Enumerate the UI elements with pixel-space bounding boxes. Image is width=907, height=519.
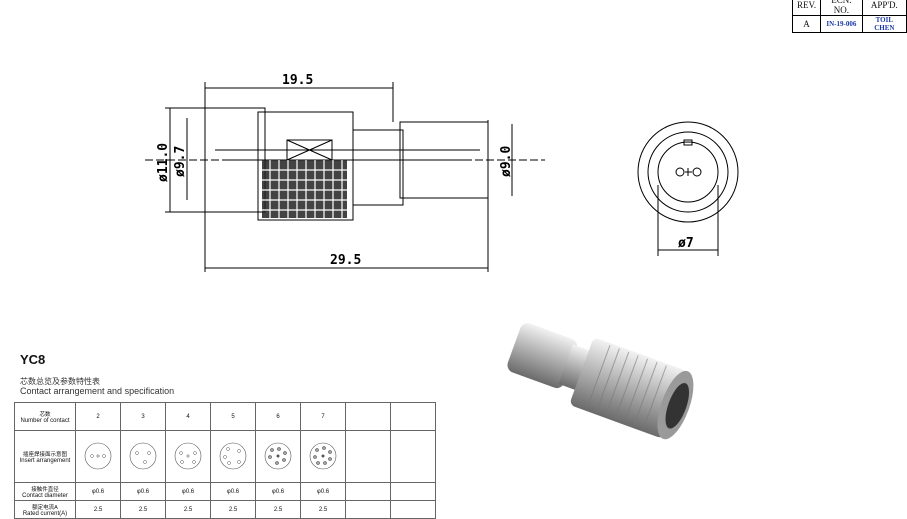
dim-length-top: 19.5 [282,73,313,88]
ecn-value: IN-19-006 [820,15,863,33]
cell [390,500,436,519]
model-title: YC8 [20,352,46,367]
cell [390,430,436,483]
cell: 4 [165,402,211,431]
cell [345,402,391,431]
dim-dia-outer: ø11.0 [156,143,171,182]
label-zh: 芯数 [39,411,51,418]
label-en: Insert arrangement [19,457,71,464]
cell: 7 [300,402,346,431]
appd-value: TOIL CHEN [861,15,907,33]
insert-diagram-7 [309,442,337,469]
cell: φ0.6 [120,482,166,501]
dim-dia-inner: ø9.7 [173,146,188,177]
cell [390,482,436,501]
cell: 6 [255,402,301,431]
cell: 2.5 [300,500,346,519]
cell [390,402,436,431]
cell [345,482,391,501]
cell: 5 [210,402,256,431]
cell: φ0.6 [255,482,301,501]
cell: 3 [120,402,166,431]
cell: 2.5 [165,500,211,519]
insert-diagram-6 [264,442,292,469]
cell: φ0.6 [300,482,346,501]
cell: φ0.6 [165,482,211,501]
cell: 2.5 [210,500,256,519]
cell: 2 [75,402,121,431]
label-zh: 额定电流A [32,504,58,511]
cell: 2.5 [255,500,301,519]
label-en: Contact diameter [22,492,68,499]
dim-length-total: 29.5 [330,253,361,268]
cell [345,430,391,483]
cell [345,500,391,519]
subtitle-zh: 芯数总览及参数特性表 [20,377,100,386]
insert-diagram-3 [129,442,157,469]
rev-value: A [791,15,822,33]
insert-diagram-2 [84,442,112,469]
cell: 2.5 [120,500,166,519]
cell: φ0.6 [75,482,121,501]
subtitle-en: Contact arrangement and specification [20,386,175,396]
insert-diagram-4 [174,442,202,469]
cell: φ0.6 [210,482,256,501]
connector-photo [507,323,694,440]
insert-diagram-5 [219,442,247,469]
dim-dia-rear: ø9.0 [499,146,514,177]
cell: 2.5 [75,500,121,519]
label-en: Number of contact [20,417,70,424]
label-zh: 接触件直径 [31,486,59,493]
technical-drawing: 19.5 29.5 ø11.0 ø9.7 ø9.0 ø7 [145,73,739,272]
label-en: Rated current(A) [22,510,68,517]
label-zh: 插座焊接面示意图 [22,451,67,458]
dim-dia-face: ø7 [678,236,694,251]
